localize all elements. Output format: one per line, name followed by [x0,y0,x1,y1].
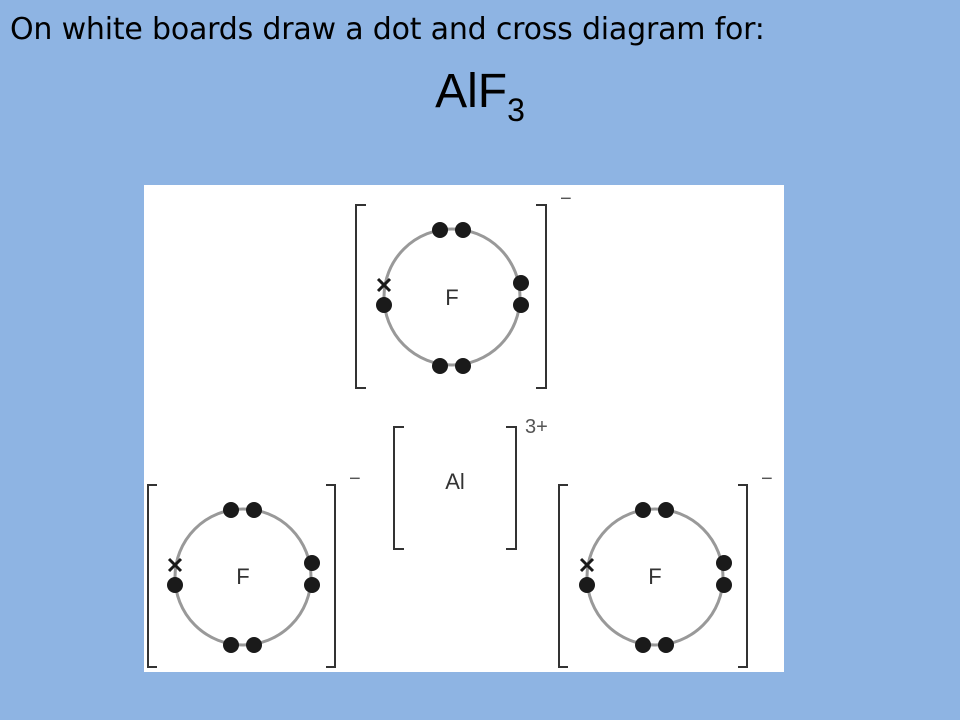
bracket-right [738,484,748,668]
electron-dot [167,577,183,593]
ion-charge: − [761,468,773,490]
electron-cross [376,277,392,293]
element-symbol: F [236,564,249,589]
formula-base: AlF [435,65,508,118]
dot-cross-diagram: − F Al 3+ − F [144,185,784,672]
fluoride-ion-top: − F [355,188,572,389]
electron-dot [304,577,320,593]
element-symbol: Al [445,469,465,494]
electron-dot [304,555,320,571]
electron-dot [455,358,471,374]
electron-dot [513,275,529,291]
electron-dot [455,222,471,238]
diagram-svg: − F Al 3+ − F [147,188,773,668]
formula-subscript: 3 [507,92,525,128]
electron-dot [635,502,651,518]
element-symbol: F [445,285,458,310]
electron-dot [223,502,239,518]
electron-dot [246,502,262,518]
instruction-text: On white boards draw a dot and cross dia… [10,12,765,47]
electron-dot [579,577,595,593]
aluminium-ion: Al 3+ [393,416,548,550]
electron-dot [223,637,239,653]
ion-charge: − [560,188,572,210]
bracket-left [393,426,404,550]
electron-dot [716,577,732,593]
electron-dot [376,297,392,313]
bracket-left [558,484,568,668]
ion-charge: 3+ [525,416,548,438]
element-symbol: F [648,564,661,589]
fluoride-ion-bottom-right: − F [558,468,773,668]
electron-dot [432,358,448,374]
bracket-right [326,484,336,668]
electron-cross [579,557,595,573]
bracket-left [355,204,366,389]
formula-title: AlF3 [0,64,960,128]
electron-dot [513,297,529,313]
electron-dot [658,637,674,653]
electron-cross [167,557,183,573]
electron-dot [716,555,732,571]
electron-dot [658,502,674,518]
ion-charge: − [349,468,361,490]
bracket-left [147,484,157,668]
bracket-right [536,204,547,389]
fluoride-ion-bottom-left: − F [147,468,361,668]
electron-dot [432,222,448,238]
electron-dot [635,637,651,653]
bracket-right [506,426,517,550]
electron-dot [246,637,262,653]
